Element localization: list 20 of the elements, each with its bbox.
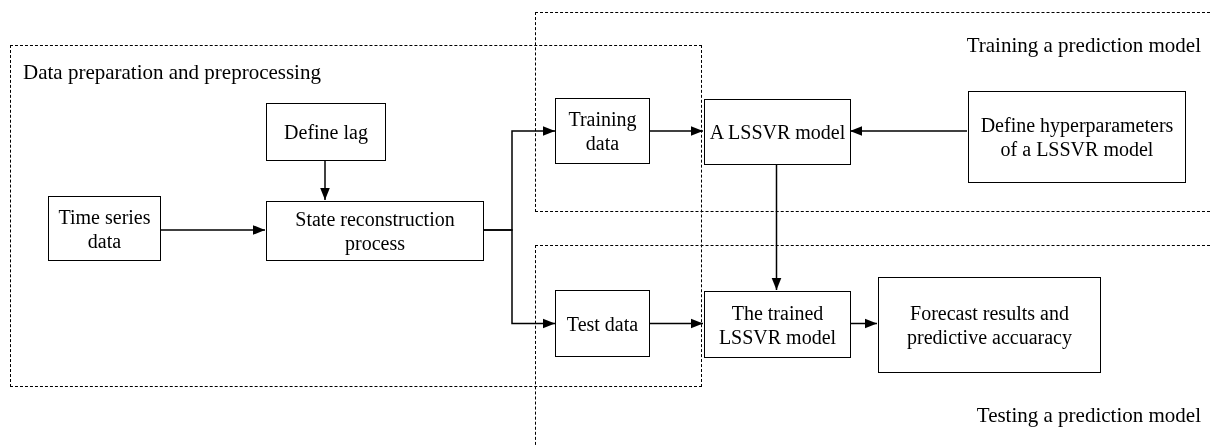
arrow xyxy=(482,229,556,329)
arrow xyxy=(159,225,266,235)
process-box: A LSSVR model xyxy=(704,99,851,165)
process-box: Define lag xyxy=(266,103,386,161)
arrow xyxy=(320,159,330,201)
process-box: Time series data xyxy=(48,196,161,261)
arrow xyxy=(649,318,704,329)
arrow xyxy=(849,126,968,136)
process-box: The trained LSSVR model xyxy=(704,291,851,358)
region-heading: Testing a prediction model xyxy=(976,403,1201,428)
arrow xyxy=(649,126,704,136)
process-box: Forecast results and predictive accuaracy xyxy=(878,277,1101,373)
process-box: Test data xyxy=(555,290,650,357)
process-box: State reconstruction process xyxy=(266,201,484,261)
region-heading: Data preparation and preprocessing xyxy=(23,60,321,85)
process-box: Define hyperparameters of a LSSVR model xyxy=(968,91,1186,183)
region-heading: Training a prediction model xyxy=(966,33,1201,58)
process-box: Training data xyxy=(555,98,650,164)
arrow xyxy=(771,163,782,291)
arrow xyxy=(849,318,878,329)
